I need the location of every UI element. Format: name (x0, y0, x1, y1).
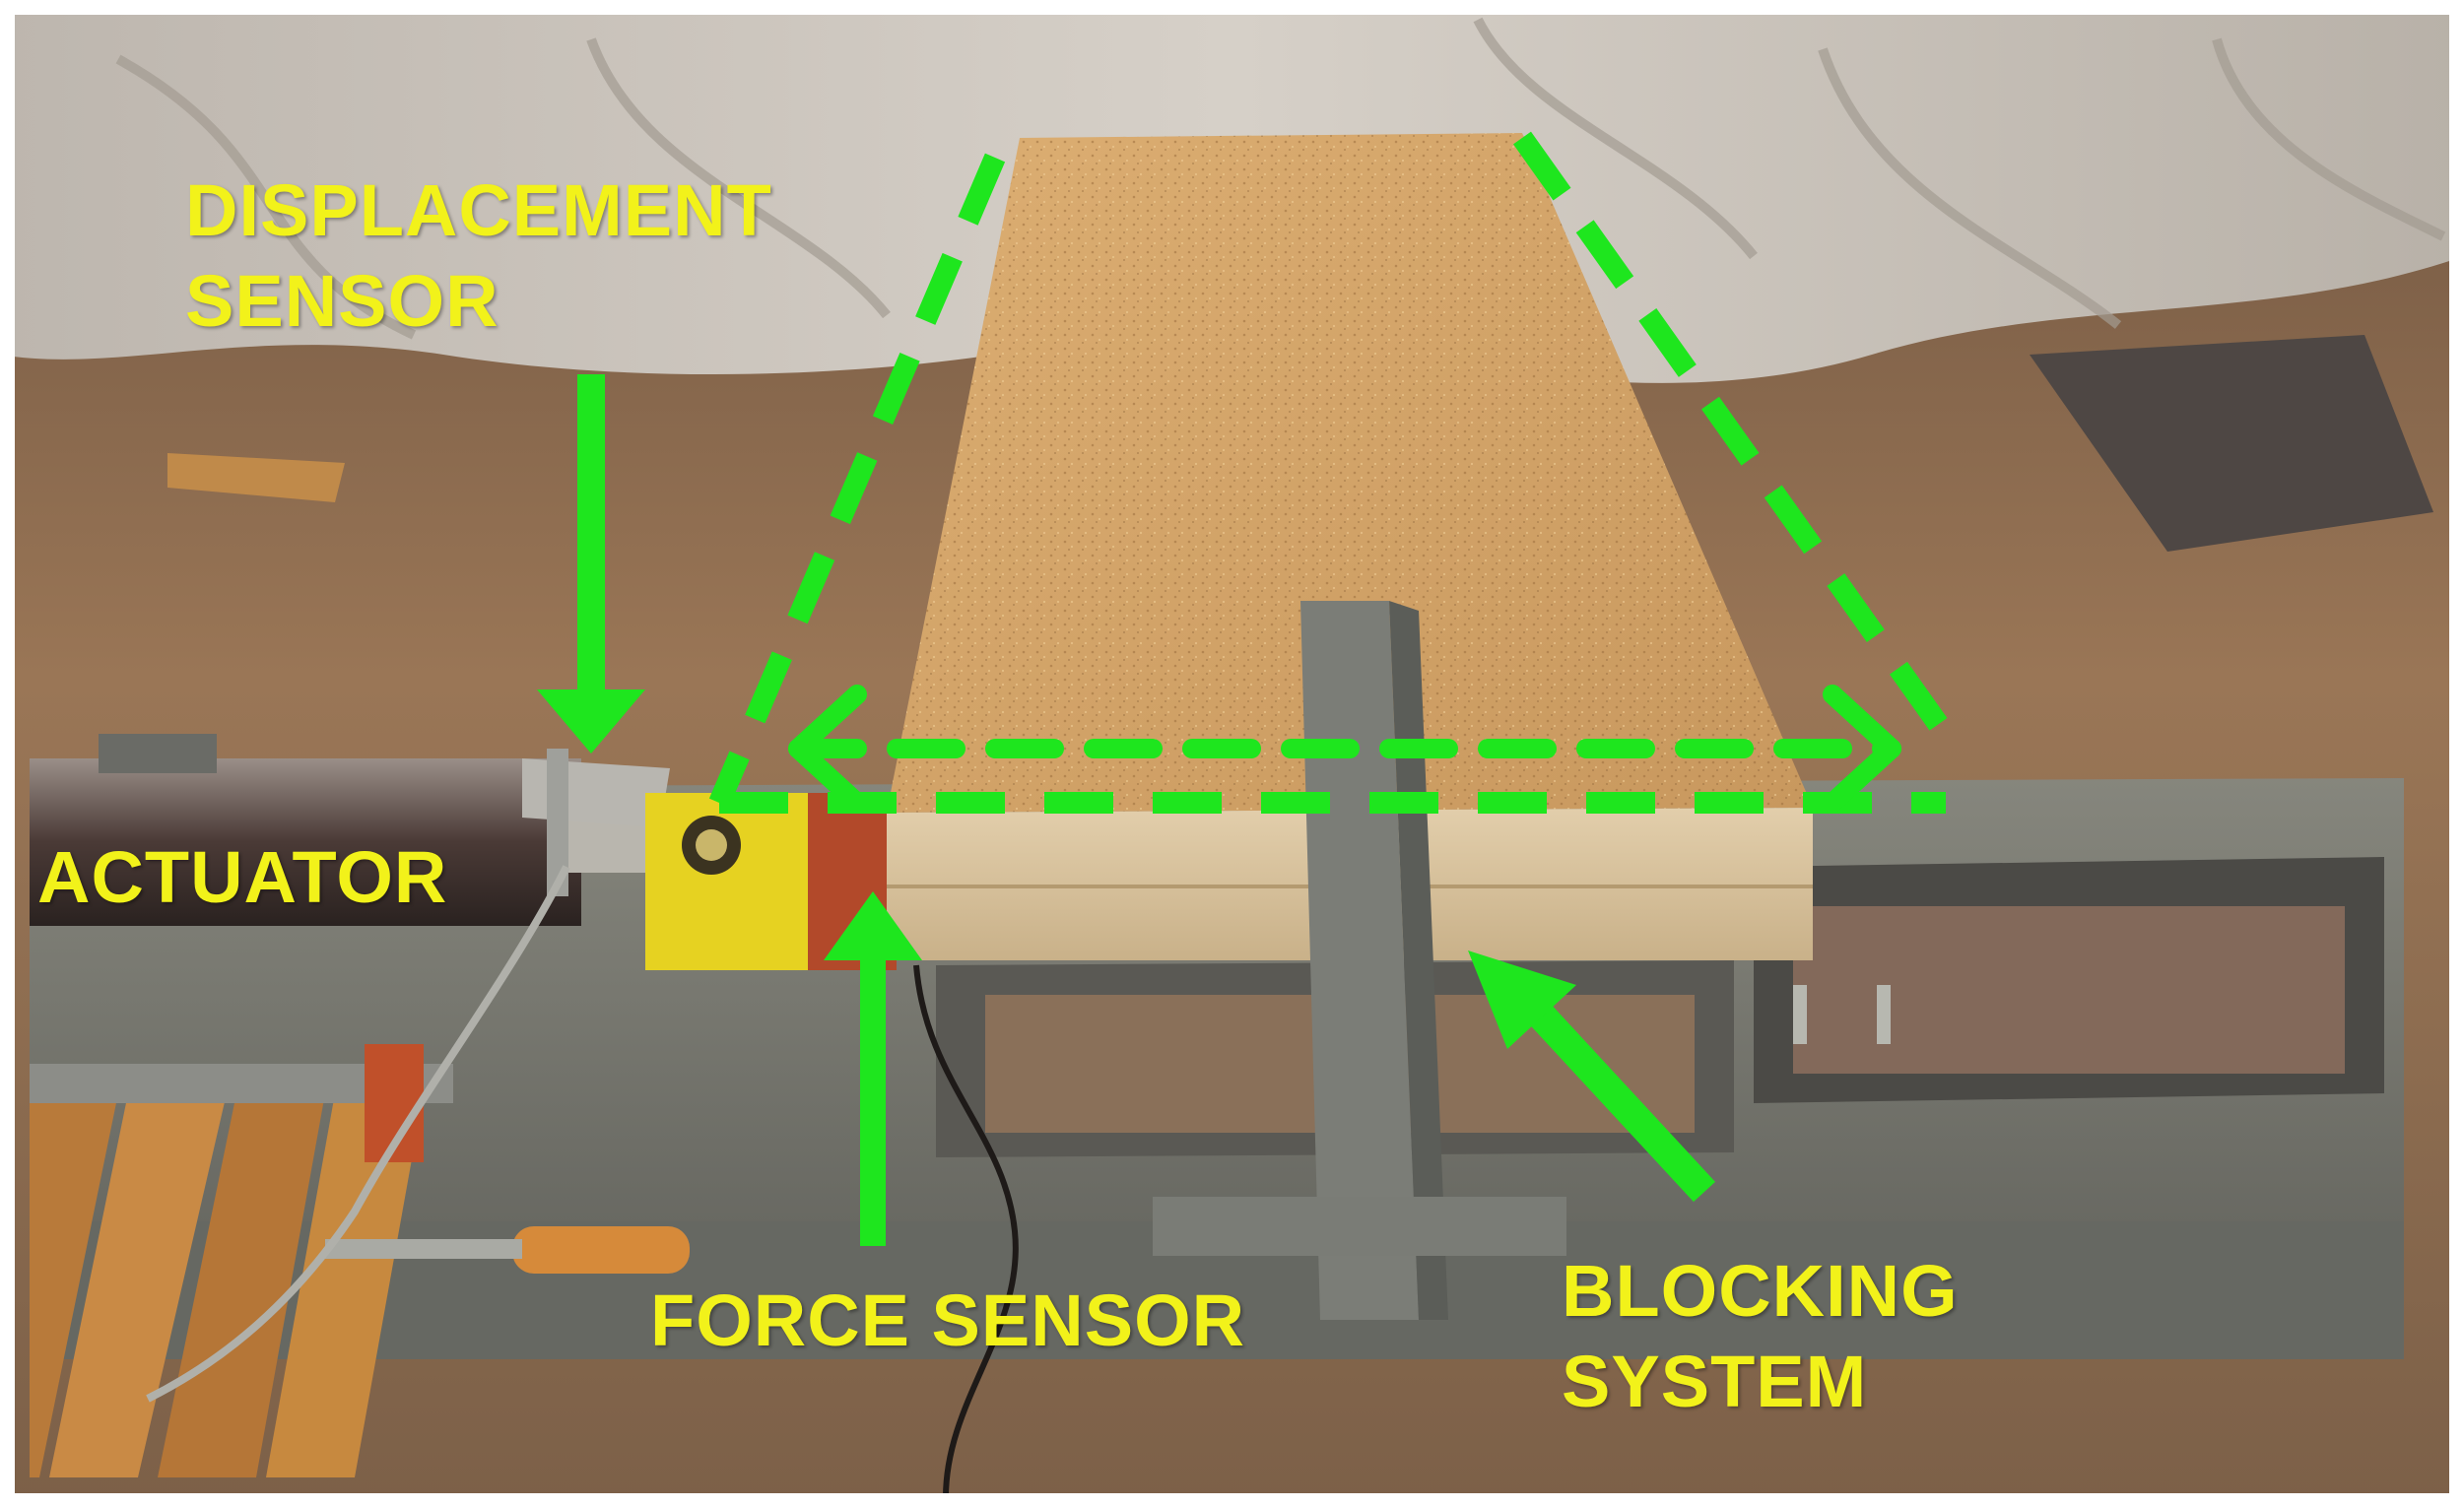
actuator-mount (99, 734, 217, 773)
actuator-rod (562, 818, 650, 873)
label-displacement-sensor: DISPLACEMENT SENSOR (185, 165, 772, 347)
tarp-folds (115, 17, 2446, 340)
blocking-plate (1153, 1197, 1566, 1256)
label-displacement-line2: SENSOR (185, 260, 499, 342)
blocking-system-arrow (1468, 951, 1716, 1203)
label-actuator-text: ACTUATOR (37, 836, 448, 918)
displacement-sensor-arrow (537, 374, 645, 754)
yellow-block (645, 793, 818, 970)
displacement-double-arrow (788, 685, 1901, 813)
frame-inner-floor-right (1793, 906, 2345, 1074)
board-top-speckle (887, 133, 1813, 813)
displacement-sensor-bracket (146, 749, 670, 1403)
background-plate (2030, 335, 2433, 552)
clamp-handle (512, 1226, 690, 1274)
label-force-sensor-text: FORCE SENSOR (650, 1279, 1246, 1361)
label-force-sensor: FORCE SENSOR (650, 1276, 1245, 1366)
background-wood-piece (167, 453, 345, 502)
actuator-cylinder (30, 758, 581, 926)
blocking-post-shade (1389, 601, 1448, 1320)
label-blocking-line2: SYSTEM (1562, 1341, 1868, 1422)
label-blocking-system: BLOCKING SYSTEM (1562, 1246, 1959, 1427)
force-sensor-arrow (824, 891, 922, 1246)
wood-slats (30, 1093, 424, 1477)
blocking-post (1300, 601, 1419, 1320)
label-displacement-line1: DISPLACEMENT (185, 169, 772, 251)
label-blocking-line1: BLOCKING (1562, 1250, 1959, 1332)
clamp-screw (325, 1239, 522, 1259)
label-actuator: ACTUATOR (37, 832, 447, 923)
force-sensor-cable (913, 964, 1019, 1498)
load-triangle-dashed (708, 131, 1965, 814)
yellow-block-bolt-center (696, 829, 727, 861)
